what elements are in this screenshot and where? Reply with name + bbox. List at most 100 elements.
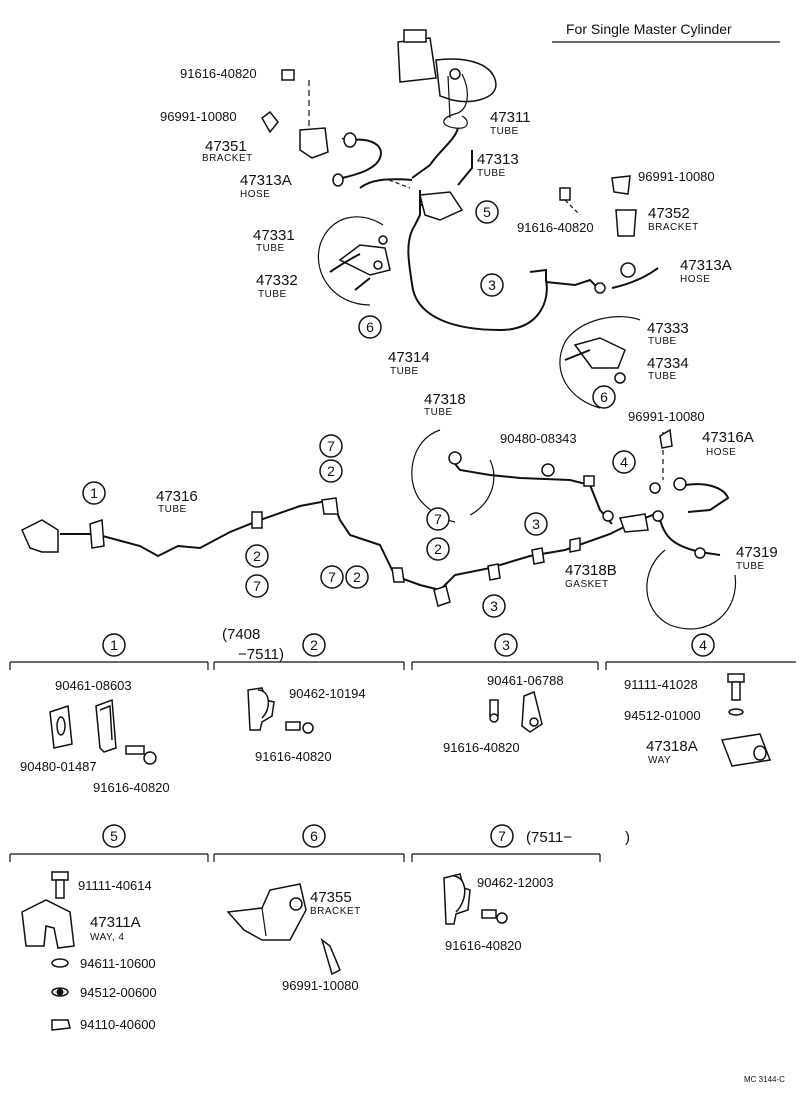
label-47352-sub: BRACKET	[648, 222, 699, 233]
section-1-parts: 90461-08603 90480-01487 91616-40820	[20, 678, 170, 795]
svg-text:7: 7	[328, 569, 336, 585]
svg-text:3: 3	[502, 637, 510, 653]
svg-text:2: 2	[353, 569, 361, 585]
svg-text:2: 2	[253, 548, 261, 564]
callout-3-a: 3	[524, 512, 548, 536]
s1-part-91616-40820: 91616-40820	[93, 780, 170, 795]
svg-text:7: 7	[253, 578, 261, 594]
rear-part-labels: 47318 TUBE 90480-08343 96991-10080 47316…	[156, 391, 778, 590]
section-3-parts: 90461-06788 91616-40820	[443, 673, 564, 755]
section-2-note-top: (7408	[222, 626, 260, 643]
gasket-icon-s4	[728, 708, 744, 716]
label-90480-08343: 90480-08343	[500, 431, 577, 446]
s7-part-91616-40820: 91616-40820	[445, 938, 522, 953]
section-5-number: 5	[102, 824, 126, 848]
label-47311-sub: TUBE	[490, 126, 519, 137]
callout-7-b: 7	[426, 507, 450, 531]
label-47316-sub: TUBE	[158, 504, 187, 515]
svg-text:1: 1	[90, 485, 98, 501]
rear-fittings	[21, 428, 706, 607]
clip-90480-icon	[541, 463, 555, 477]
clamp-2c-icon	[391, 567, 405, 583]
svg-text:3: 3	[532, 516, 540, 532]
callout-3-upper: 3	[480, 273, 504, 297]
diagram-title: For Single Master Cylinder	[566, 21, 732, 37]
svg-text:7: 7	[498, 828, 506, 844]
section-2-note-bottom: −7511)	[238, 646, 284, 663]
label-47313A-a: 47313A	[240, 172, 292, 189]
clamp-2-icon	[251, 511, 263, 529]
way-47318A-icon	[618, 513, 649, 533]
s1-part-90461-08603: 90461-08603	[55, 678, 132, 693]
bracket-47352-icon	[615, 209, 637, 237]
label-47332-sub: TUBE	[258, 289, 287, 300]
label-47313-sub: TUBE	[477, 168, 506, 179]
bolt-icon	[281, 69, 295, 81]
clamp-3-icon	[487, 563, 501, 581]
label-96991-10080-a: 96991-10080	[160, 109, 237, 124]
section-7-note-left: (7511−	[526, 829, 572, 846]
s5-part-47311A-sub: WAY, 4	[90, 932, 125, 943]
washer-icon-s5	[51, 958, 69, 968]
svg-text:2: 2	[434, 541, 442, 557]
label-47316: 47316	[156, 488, 198, 505]
label-47314-sub: TUBE	[390, 366, 419, 377]
clip-96991-icon-s6	[320, 938, 341, 976]
s3-part-91616-40820: 91616-40820	[443, 740, 520, 755]
label-47351-sub: BRACKET	[202, 153, 253, 164]
section-4-number: 4	[691, 633, 715, 657]
svg-text:2: 2	[327, 463, 335, 479]
detail-circle-right	[559, 316, 641, 409]
section-7-parts: 90462-12003 91616-40820	[443, 873, 554, 953]
s6-part-47355-sub: BRACKET	[310, 906, 361, 917]
callout-5-upper: 5	[475, 200, 499, 224]
s2-part-90462-10194: 90462-10194	[289, 686, 366, 701]
bolt-icon-s7	[481, 909, 497, 919]
clip-icon-b	[611, 175, 631, 195]
svg-text:4: 4	[620, 454, 628, 470]
callout-2-c: 2	[245, 544, 269, 568]
bolt-icon-s2	[285, 721, 301, 731]
label-47352: 47352	[648, 205, 690, 222]
s4-part-94512-01000: 94512-01000	[624, 708, 701, 723]
s4-part-91111-41028: 91111-41028	[624, 677, 698, 692]
clamp-1-icon	[89, 518, 105, 549]
label-47313: 47313	[477, 151, 519, 168]
label-47318B: 47318B	[565, 562, 617, 579]
label-47319: 47319	[736, 544, 778, 561]
section-2-parts: 90462-10194 91616-40820	[247, 686, 366, 764]
label-47333: 47333	[647, 320, 689, 337]
svg-text:7: 7	[327, 438, 335, 454]
callout-2-d: 2	[345, 565, 369, 589]
label-47331: 47331	[253, 227, 295, 244]
callout-4: 4	[612, 450, 636, 474]
label-47313A-b-sub: HOSE	[680, 274, 710, 285]
section-7-note-right: )	[625, 829, 630, 846]
label-47332: 47332	[256, 272, 298, 289]
s2-part-91616-40820: 91616-40820	[255, 749, 332, 764]
label-47313A-b: 47313A	[680, 257, 732, 274]
clamp-3b-icon	[531, 547, 545, 565]
diagram-callouts: 5 3 6 6 7 2 4 1 7 3 2 2 7 7 2 3	[82, 200, 636, 618]
callout-7-a: 7	[319, 434, 343, 458]
s5-part-91111-40614: 91111-40614	[78, 878, 152, 893]
callout-6-right: 6	[592, 385, 616, 409]
section-6-parts: 47355 BRACKET 96991-10080	[226, 883, 361, 993]
s1-part-90480-01487: 90480-01487	[20, 759, 97, 774]
four-way-block-icon	[419, 191, 464, 221]
s4-part-47318A-sub: WAY	[648, 755, 671, 766]
label-96991-10080-c: 96991-10080	[628, 409, 705, 424]
label-47331-sub: TUBE	[256, 243, 285, 254]
s5-part-94611-10600: 94611-10600	[80, 956, 156, 971]
label-47319-sub: TUBE	[736, 561, 765, 572]
label-47316A: 47316A	[702, 429, 754, 446]
bolt-icon-s1	[125, 745, 145, 755]
callout-2-a: 2	[319, 459, 343, 483]
svg-text:6: 6	[310, 828, 318, 844]
bracket-47351-icon	[299, 127, 329, 159]
s6-part-47355: 47355	[310, 889, 352, 906]
s7-part-90462-12003: 90462-12003	[477, 875, 554, 890]
s5-part-94512-00600: 94512-00600	[80, 985, 157, 1000]
label-47314: 47314	[388, 349, 430, 366]
